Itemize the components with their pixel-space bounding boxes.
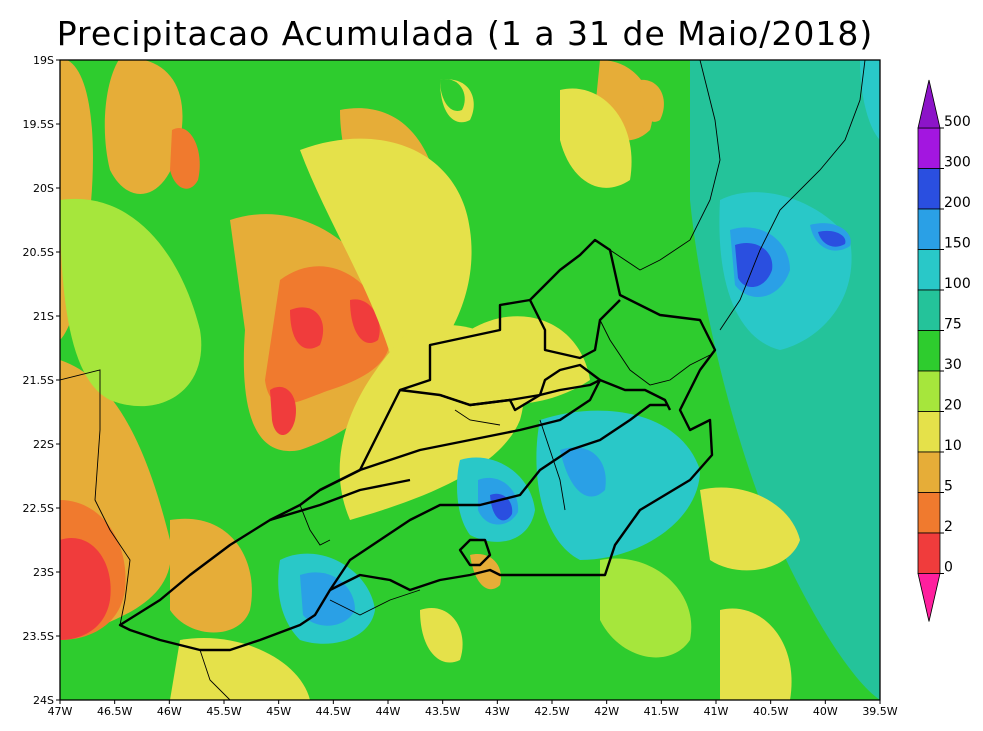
x-tick-label: 45.5W [206, 705, 241, 718]
y-tick-label: 20S [33, 182, 54, 195]
contour-region [470, 316, 590, 404]
y-tick-label: 22S [33, 438, 54, 451]
state-border-line [199, 649, 231, 700]
basin-border-line [538, 363, 601, 396]
state-borders [60, 60, 866, 700]
y-tick-label: 20.5S [23, 246, 54, 259]
contour-region [60, 198, 202, 407]
colorbar-level-label: 20 [944, 398, 962, 414]
y-tick-label: 23.5S [23, 630, 54, 643]
colorbar-level-label: 300 [944, 155, 971, 171]
colorbar-swatch [917, 168, 941, 210]
basin-border-line [439, 393, 541, 412]
colorbar-swatch [917, 330, 941, 372]
colorbar-swatch [917, 127, 941, 169]
contour-region [350, 299, 380, 344]
x-tick-label: 45W [266, 705, 291, 718]
colorbar-swatch [917, 289, 941, 331]
y-tick-label: 19.5S [23, 118, 54, 131]
basin-border-line [528, 299, 621, 360]
colorbar-level-label: 75 [944, 317, 962, 333]
x-tick-label: 41.5W [644, 705, 679, 718]
basin-border-line [329, 403, 668, 591]
x-tick-label: 40.5W [753, 705, 788, 718]
colorbar-level-label: 5 [944, 479, 953, 495]
colorbar-level-label: 150 [944, 236, 971, 252]
colorbar-swatch [917, 249, 941, 291]
colorbar-swatch [917, 492, 941, 534]
colorbar-level-label: 100 [944, 276, 971, 292]
x-tick-label: 44.5W [316, 705, 351, 718]
contour-region [420, 608, 463, 663]
x-tick-label: 47W [48, 705, 73, 718]
contour-region [170, 638, 310, 700]
x-tick-label: 46W [157, 705, 182, 718]
x-tick-label: 40W [813, 705, 838, 718]
contour-region [104, 60, 183, 194]
contour-region [720, 608, 792, 700]
contour-region [700, 487, 800, 571]
contour-region [170, 128, 200, 189]
contour-region [600, 558, 692, 658]
map-title: Precipitacao Acumulada (1 a 31 de Maio/2… [56, 14, 874, 53]
basin-border-line [269, 478, 411, 522]
x-tick-label: 42.5W [534, 705, 569, 718]
y-tick-label: 22.5S [23, 502, 54, 515]
longitude-axis: 47W 46.5W 46W 45.5W 45W 44.5W 44W 43.5W 43W 42.5W… [48, 700, 898, 718]
contour-region [440, 79, 465, 111]
y-tick-label: 21S [33, 310, 54, 323]
colorbar-level-label: 30 [944, 357, 962, 373]
y-tick-label: 24S [33, 694, 54, 707]
state-border-line [539, 419, 566, 511]
x-tick-label: 41W [704, 705, 729, 718]
y-tick-label: 21.5S [23, 374, 54, 387]
colorbar-level-label: 200 [944, 195, 971, 211]
state-border-line [719, 60, 866, 331]
x-tick-label: 46.5W [97, 705, 132, 718]
x-tick-label: 43W [485, 705, 510, 718]
contour-region [560, 447, 606, 497]
latitude-axis: 19S 19.5S 20S 20.5S 21S 21.5S 22S 22.5S 23S 23.5S… [23, 54, 60, 707]
contour-region [560, 88, 632, 188]
colorbar-swatch [917, 411, 941, 453]
colorbar-max-arrow [917, 79, 941, 129]
basin-border-line [458, 538, 492, 567]
precipitation-contours [60, 60, 880, 700]
basin-border-line [319, 379, 602, 492]
contour-region [818, 230, 846, 247]
contour-region [290, 307, 324, 349]
contour-region [60, 538, 111, 640]
y-tick-label: 23S [33, 566, 54, 579]
colorbar-level-label: 2 [944, 519, 953, 535]
state-border-line [454, 409, 501, 426]
river-basin-outlines [118, 238, 717, 652]
state-border-line [599, 319, 711, 386]
contour-region [640, 79, 664, 122]
x-tick-label: 44W [376, 705, 401, 718]
y-tick-label: 19S [33, 54, 54, 67]
colorbar-min-arrow [917, 573, 941, 622]
x-tick-label: 39.5W [862, 705, 897, 718]
state-border-line [299, 504, 331, 546]
contour-region [170, 518, 252, 633]
contour-region [270, 386, 296, 435]
contour-region [860, 60, 880, 140]
colorbar-swatch [917, 532, 941, 574]
state-border-line [609, 60, 721, 271]
state-border-line [60, 369, 131, 626]
colorbar-swatch [917, 208, 941, 250]
x-tick-label: 42W [594, 705, 619, 718]
state-border-line [329, 589, 421, 616]
colorbar-level-label: 10 [944, 438, 962, 454]
precipitation-field [60, 60, 880, 700]
colorbar-level-label: 0 [944, 560, 953, 576]
colorbar-level-label: 500 [944, 114, 971, 130]
colorbar-swatch [917, 451, 941, 493]
colorbar-swatch [917, 370, 941, 412]
x-tick-label: 43.5W [425, 705, 460, 718]
basin-border-line [118, 238, 717, 652]
